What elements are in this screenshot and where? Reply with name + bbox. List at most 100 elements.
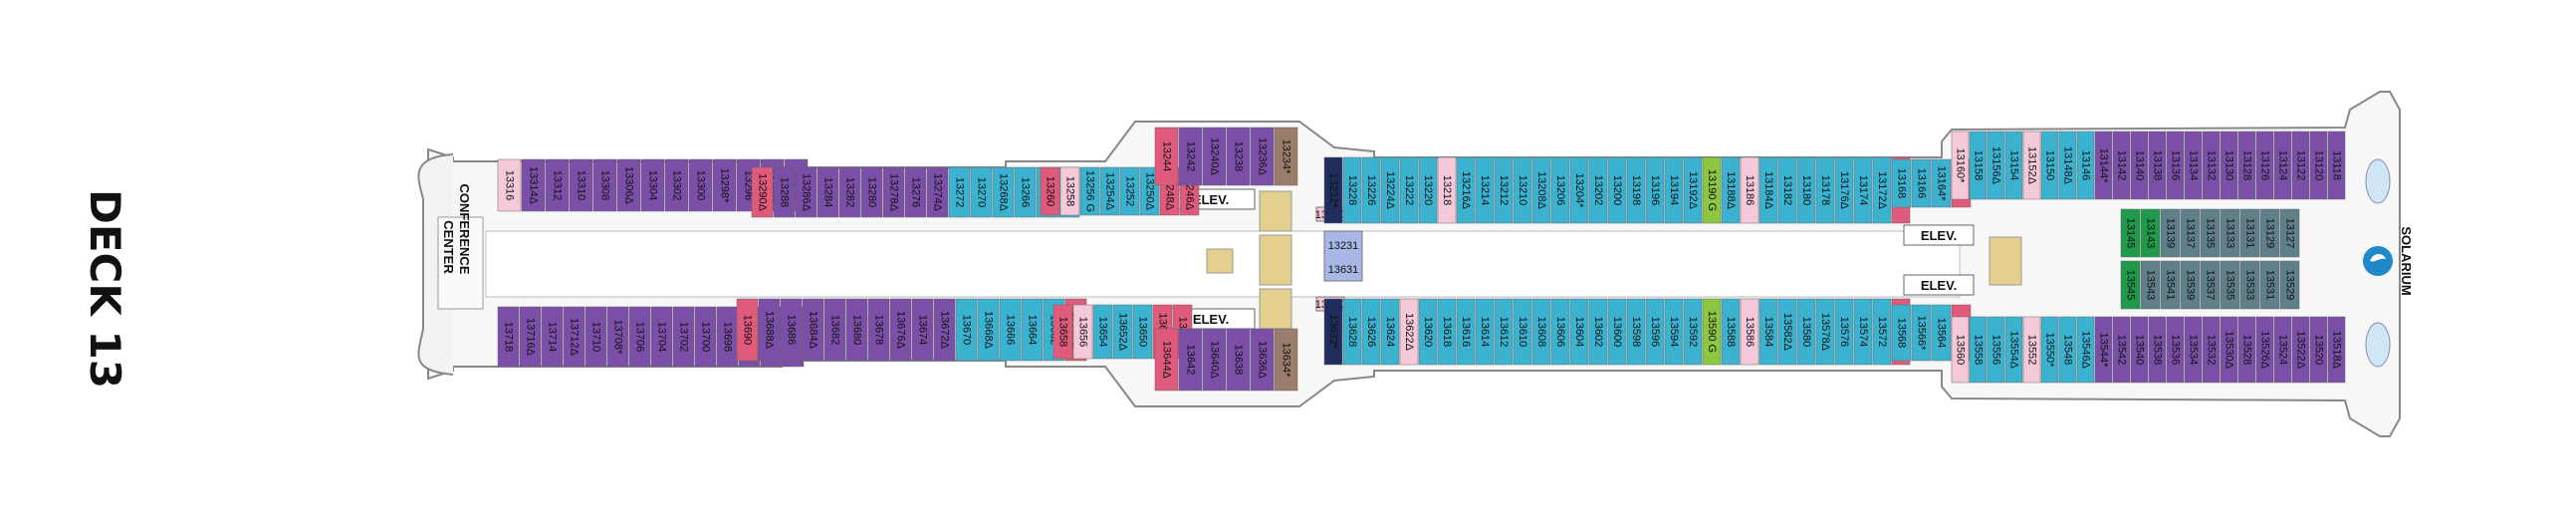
cabin-bot_mid1[interactable]: 13684Δ	[802, 298, 824, 362]
cabin-top_mid1[interactable]: 13272	[948, 166, 971, 218]
cabin-inner_top[interactable]: 13139	[2160, 208, 2181, 258]
cabin-bot_fwd3[interactable]: 13522Δ	[2291, 316, 2310, 384]
cabin-top_fwd1[interactable]: 13226	[1361, 156, 1381, 224]
cabin-top_fwd1[interactable]: 13228	[1342, 156, 1362, 224]
cabin-box[interactable]	[1475, 298, 1495, 366]
cabin-box[interactable]	[1053, 304, 1073, 360]
cabin-box[interactable]	[2291, 131, 2310, 200]
cabin-bot_fwd3[interactable]: 13538	[2148, 316, 2167, 384]
cabin-box[interactable]	[773, 166, 796, 218]
cabin-box[interactable]	[1342, 156, 1362, 224]
cabin-bot_fwd1[interactable]: 13572	[1872, 298, 1892, 366]
cabin-top_mid1[interactable]: 13284	[817, 166, 839, 218]
cabin-bot_fwd3[interactable]: 13520	[2309, 316, 2328, 384]
cabin-box[interactable]	[2279, 260, 2300, 310]
cabin-bot_fwd3[interactable]: 13518Δ	[2327, 316, 2346, 384]
cabin-box[interactable]	[712, 158, 737, 212]
cabin-bot_fwd3[interactable]: 13548	[2058, 316, 2077, 384]
cabin-box[interactable]	[1154, 328, 1179, 392]
cabin-bot_fwd1[interactable]: 13600	[1607, 298, 1627, 366]
cabin-top_fwd3[interactable]: 13156Δ	[1987, 131, 2005, 200]
cabin-box[interactable]	[1758, 156, 1778, 224]
cabin-box[interactable]	[1418, 156, 1438, 224]
cabin-bot_fwd1[interactable]: 13610	[1513, 298, 1532, 366]
cabin-top_fwd1[interactable]: 13204*	[1569, 156, 1589, 224]
cabin-box[interactable]	[1891, 304, 1912, 362]
cabin-inner_bot[interactable]: 13545	[2120, 260, 2141, 310]
cabin-bot_mid3[interactable]: 13638	[1226, 328, 1251, 392]
cabin-box[interactable]	[1740, 156, 1759, 224]
cabin-box[interactable]	[1853, 298, 1873, 366]
cabin-box[interactable]	[694, 306, 717, 368]
cabin-box[interactable]	[2200, 260, 2221, 310]
cabin-top_fwd3[interactable]: 13144*	[2094, 131, 2113, 200]
cabin-bot_mid1[interactable]: 13664	[1021, 298, 1044, 362]
cabin-box[interactable]	[2040, 131, 2059, 200]
cabin-box[interactable]	[2058, 131, 2077, 200]
cabin-bot_mid3[interactable]: 13644Δ	[1154, 328, 1179, 392]
cabin-top_fwd1[interactable]: 13214	[1475, 156, 1495, 224]
cabin-top_fwd1[interactable]: 13212	[1494, 156, 1514, 224]
cabin-box[interactable]	[1683, 298, 1703, 366]
cabin-top_fwd1[interactable]: 13174	[1853, 156, 1873, 224]
cabin-aft_bot[interactable]: 13702	[672, 306, 695, 368]
cabin-box[interactable]	[845, 298, 868, 362]
cabin-box[interactable]	[2309, 316, 2328, 384]
cabin-aft_top[interactable]: 13308	[592, 158, 617, 212]
cabin-bot_fwd3[interactable]: 13534	[2184, 316, 2203, 384]
cabin-top_mid1[interactable]: 13268Δ	[992, 166, 1015, 218]
cabin-box[interactable]	[1815, 298, 1835, 366]
cabin-bot_fwd1[interactable]: 13632*	[1323, 298, 1343, 366]
cabin-bot_fwd1[interactable]: 13598	[1626, 298, 1646, 366]
cabin-box[interactable]	[1513, 298, 1532, 366]
cabin-box[interactable]	[1664, 156, 1684, 224]
cabin-box[interactable]	[867, 298, 890, 362]
cabin-top_fwd1[interactable]: 13206	[1550, 156, 1570, 224]
cabin-box[interactable]	[1437, 156, 1457, 224]
cabin-box[interactable]	[1550, 156, 1570, 224]
cabin-box[interactable]	[1796, 156, 1816, 224]
cabin-inner_bot[interactable]: 13531	[2259, 260, 2280, 310]
cabin-box[interactable]	[1112, 304, 1133, 360]
cabin-top_fwd1[interactable]: 13192Δ	[1683, 156, 1703, 224]
cabin-aft_top[interactable]: 13302	[664, 158, 689, 212]
cabin-box[interactable]	[817, 166, 839, 218]
cabin-top_fwd1[interactable]: 13224Δ	[1380, 156, 1400, 224]
cabin-box[interactable]	[2112, 131, 2131, 200]
cabin-bot_fwd1[interactable]: 13580	[1796, 298, 1816, 366]
cabin-box[interactable]	[1740, 298, 1759, 366]
cabin-box[interactable]	[1274, 328, 1298, 392]
cabin-box[interactable]	[1550, 298, 1570, 366]
cabin-box[interactable]	[1418, 298, 1438, 366]
cabin-box[interactable]	[2259, 208, 2280, 258]
cabin-box[interactable]	[1777, 156, 1797, 224]
cabin-aft_bot[interactable]: 13704	[650, 306, 673, 368]
cabin-box[interactable]	[1178, 127, 1203, 186]
cabin-box[interactable]	[2094, 316, 2113, 384]
cabin-aft_top[interactable]: 13306Δ	[616, 158, 641, 212]
cabin-box[interactable]	[2184, 316, 2203, 384]
cabin-box[interactable]	[2148, 131, 2167, 200]
cabin-box[interactable]	[1569, 298, 1589, 366]
cabin-box[interactable]	[1607, 156, 1627, 224]
cabin-box[interactable]	[1475, 156, 1495, 224]
cabin-box[interactable]	[2237, 131, 2256, 200]
cabin-box[interactable]	[802, 298, 824, 362]
cabin-box[interactable]	[2200, 208, 2221, 258]
cabin-top_fwd1[interactable]: 13176Δ	[1834, 156, 1854, 224]
cabin-bot_mid1[interactable]: 13690	[736, 298, 759, 362]
cabin-box[interactable]	[736, 298, 759, 362]
cabin-top_mid1[interactable]: 13266	[1014, 166, 1037, 218]
cabin-aft_bot[interactable]: 13706	[628, 306, 651, 368]
cabin-box[interactable]	[1702, 298, 1722, 366]
cabin-bot_mid1[interactable]: 13666	[999, 298, 1022, 362]
cabin-box[interactable]	[1380, 298, 1400, 366]
cabin-box[interactable]	[521, 158, 546, 212]
cabin-box[interactable]	[2273, 131, 2292, 200]
cabin-top_fwd3[interactable]: 13136	[2166, 131, 2185, 200]
cabin-top_fwd1[interactable]: 13216Δ	[1456, 156, 1476, 224]
cabin-bot_fwd3[interactable]: 13536	[2166, 316, 2185, 384]
cabin-box[interactable]	[585, 306, 607, 368]
cabin-bot_mid1[interactable]: 13680	[845, 298, 868, 362]
cabin-bot_fwd1[interactable]: 13584	[1758, 298, 1778, 366]
